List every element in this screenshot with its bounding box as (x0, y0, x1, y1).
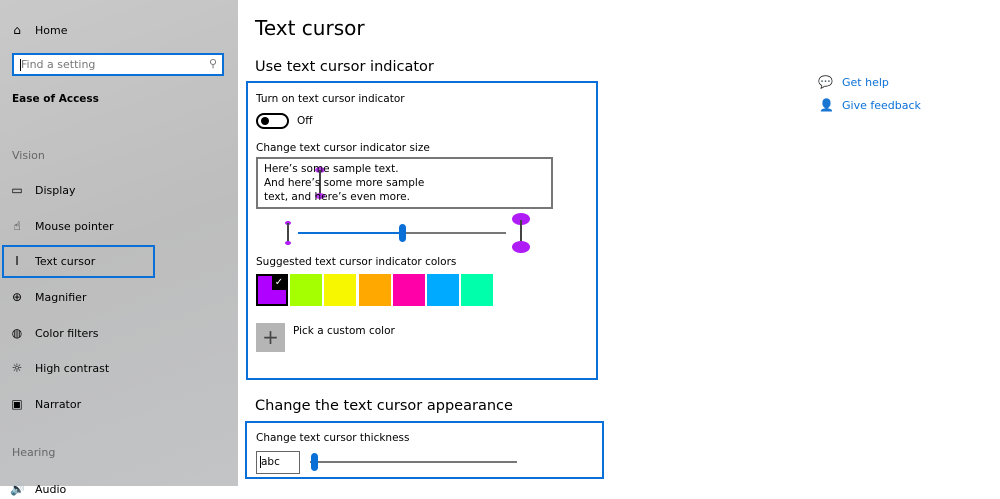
appearance-panel (245, 421, 604, 479)
color-swatch[interactable]: ✓ (256, 274, 288, 306)
search-icon: ⚲ (208, 57, 217, 70)
color-swatch[interactable] (290, 274, 323, 306)
section-hearing: Hearing (12, 446, 56, 459)
custom-color-button[interactable]: + (256, 323, 285, 352)
indicator-panel (246, 81, 598, 380)
size-label: Change text cursor indicator size (256, 142, 430, 154)
sidebar-item-display[interactable]: ▭Display (11, 183, 76, 197)
thickness-preview: abc (256, 451, 300, 474)
thickness-label: Change text cursor thickness (256, 432, 410, 444)
sidebar-item-narrator[interactable]: ▣Narrator (11, 397, 82, 411)
mouse-pointer-icon: ☝ (13, 219, 21, 233)
sun-icon: ☼ (11, 361, 23, 375)
magnifier-icon: ⊕ (11, 290, 23, 304)
sidebar: ⌂ Home Find a setting ⚲ Ease of Access V… (0, 0, 238, 496)
narrator-icon: ▣ (11, 397, 23, 411)
sidebar-home[interactable]: ⌂ Home (0, 20, 238, 40)
section-vision: Vision (12, 149, 45, 162)
sidebar-item-high-contrast[interactable]: ☼High contrast (11, 361, 110, 375)
sidebar-item-magnifier[interactable]: ⊕Magnifier (11, 290, 87, 304)
sample-line: Here’s some sample text. (264, 163, 399, 175)
search-input[interactable]: Find a setting ⚲ (12, 53, 224, 76)
colors-label: Suggested text cursor indicator colors (256, 256, 457, 268)
sidebar-item-audio[interactable]: 🔊Audio (10, 482, 67, 496)
speaker-icon: 🔊 (10, 482, 25, 496)
category-title: Ease of Access (12, 93, 99, 105)
section-heading-appearance: Change the text cursor appearance (255, 398, 513, 414)
plus-icon: + (262, 325, 279, 349)
text-cursor-icon: I (15, 254, 19, 268)
toggle-label: Turn on text cursor indicator (256, 93, 405, 105)
selection-highlight (2, 245, 155, 278)
color-swatch[interactable] (461, 274, 494, 306)
toggle-state: Off (297, 115, 313, 127)
color-swatch[interactable] (324, 274, 357, 306)
give-feedback-icon: 👤 (819, 98, 834, 112)
get-help-link[interactable]: Get help (842, 76, 889, 89)
color-swatch[interactable] (392, 274, 425, 306)
give-feedback-link[interactable]: Give feedback (842, 99, 921, 112)
sample-line: text, and here’s even more. (264, 191, 410, 203)
palette-icon: ◍ (11, 326, 23, 340)
color-swatch[interactable] (358, 274, 391, 306)
page-title: Text cursor (255, 16, 365, 40)
indicator-toggle[interactable] (256, 113, 289, 129)
section-heading-indicator: Use text cursor indicator (255, 59, 434, 75)
sample-text-box: Here’s some sample text. And here’s some… (256, 157, 553, 209)
color-swatch[interactable] (427, 274, 459, 306)
get-help-icon: 💬 (818, 75, 833, 89)
sidebar-item-color-filters[interactable]: ◍Color filters (11, 326, 99, 340)
home-icon: ⌂ (13, 23, 21, 37)
custom-color-label[interactable]: Pick a custom color (293, 325, 395, 337)
monitor-icon: ▭ (11, 183, 23, 197)
sidebar-item-mouse-pointer[interactable]: ☝Mouse pointer (0, 216, 238, 236)
checkmark-icon: ✓ (272, 276, 286, 290)
sample-line: And here’s some more sample (264, 177, 425, 189)
